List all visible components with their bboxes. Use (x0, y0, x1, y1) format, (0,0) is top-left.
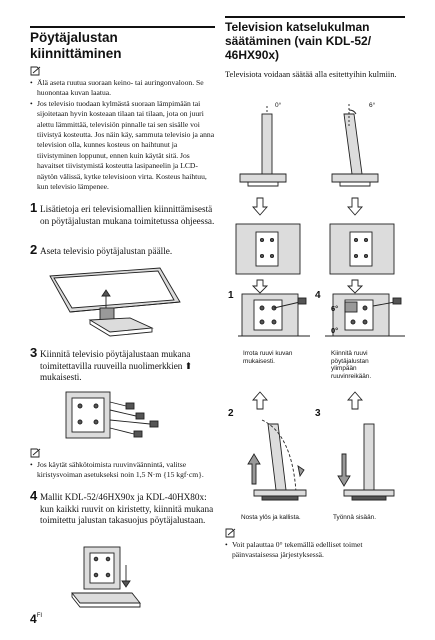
caption-line: mukaisesti. (243, 357, 275, 365)
caption-line: ruuvinreikään. (331, 372, 372, 380)
right-title-rule (225, 16, 405, 18)
step-2: 2 Aseta televisio pöytäjalustan päälle. (30, 242, 215, 258)
panel-1-screw-removal (238, 293, 310, 337)
arrow-up-icon (347, 391, 363, 410)
page-number: 4FI (30, 612, 42, 626)
step-3: 3 Kiinnitä televisio pöytäjalustaan muka… (30, 345, 215, 384)
panel-2-number: 2 (228, 408, 234, 419)
right-note: Voit palauttaa 0° tekemällä edelliset to… (225, 540, 403, 561)
arrow-down-icon (252, 197, 268, 216)
step-number: 4 (30, 488, 38, 503)
panel-4-number: 4 (315, 290, 321, 301)
right-title-line1: Television katselukulman (225, 20, 370, 34)
panel-4-0-label: 0° (331, 326, 339, 335)
angle-0-label: 0° (275, 102, 282, 109)
panel-3-push-in (337, 423, 395, 501)
panel-3-number: 3 (315, 408, 321, 419)
left-notes: Älä aseta ruutua suoraan keino- tai auri… (30, 78, 215, 192)
panel-1-number: 1 (228, 290, 234, 301)
step-text: Kiinnitä televisio pöytäjalustaan mukana… (40, 349, 193, 382)
note-icon (225, 528, 236, 538)
torque-note: Jos käytät sähkötoimista ruuvinväännintä… (30, 460, 215, 481)
left-title-rule (30, 26, 215, 28)
step-1: 1 Lisätietoja eri televisiomallien kiinn… (30, 200, 215, 227)
step-number: 1 (30, 200, 38, 215)
note-item: Älä aseta ruutua suoraan keino- tai auri… (30, 78, 215, 99)
viewing-angle-diagram (239, 104, 379, 187)
step-text: Lisätietoja eri televisiomallien kiinnit… (40, 204, 215, 226)
step-number: 2 (30, 242, 38, 257)
caption-line: ylimpään (331, 365, 357, 373)
rear-stand-diagram (235, 223, 395, 275)
step-4: 4 Mallit KDL-52/46HX90x ja KDL-40HX80x: … (30, 488, 215, 527)
caption-line: Kiinnitä ruuvi (331, 350, 368, 357)
note-icon (30, 448, 41, 458)
right-intro: Televisiota voidaan säätää alla esitetty… (225, 70, 397, 79)
note-item: Jos televisio tuodaan kylmästä suoraan l… (30, 99, 215, 193)
panel-3-caption: Työnnä sisään. (333, 514, 376, 521)
note-item: Jos käytät sähkötoimista ruuvinväännintä… (30, 460, 215, 481)
left-title-line1: Pöytäjalustan (30, 30, 118, 45)
screw-attachment-illustration (65, 391, 159, 439)
right-title-line3: 46HX90x) (225, 48, 280, 62)
page-number-value: 4 (30, 612, 37, 626)
panel-4-caption: Kiinnitä ruuvi pöytäjalustan ylimpään ru… (331, 350, 405, 380)
panel-1-caption: Irrota ruuvi kuvan mukaisesti. (243, 350, 313, 365)
arrow-down-icon (251, 279, 269, 294)
left-title-line2: kiinnittäminen (30, 46, 122, 61)
tv-on-stand-illustration (49, 267, 181, 337)
arrow-down-icon (347, 197, 363, 216)
panel-4-6-label: 6° (331, 304, 339, 313)
arrow-down-icon (346, 279, 364, 294)
page-language: FI (36, 613, 43, 619)
note-item: Voit palauttaa 0° tekemällä edelliset to… (225, 540, 403, 561)
step-text: Aseta televisio pöytäjalustan päälle. (40, 246, 173, 256)
caption-line: Irrota ruuvi kuvan (243, 350, 293, 357)
panel-4-screw-insert (325, 293, 405, 337)
panel-2-caption: Nosta ylös ja kallista. (241, 514, 301, 521)
right-title-line2: säätäminen (vain KDL-52/ (225, 34, 372, 48)
note-icon (30, 66, 41, 76)
step-number: 3 (30, 345, 38, 360)
stand-cover-illustration (71, 546, 141, 608)
right-section-title: Television katselukulman säätäminen (vai… (225, 20, 405, 62)
caption-line: pöytäjalustan (331, 357, 369, 365)
step-text: Mallit KDL-52/46HX90x ja KDL-40HX80x: ku… (40, 492, 214, 525)
arrow-up-icon (252, 391, 268, 410)
left-section-title: Pöytäjalustan kiinnittäminen (30, 30, 215, 62)
angle-6-label: 6° (369, 102, 376, 109)
panel-2-lift-tilt (247, 419, 307, 501)
